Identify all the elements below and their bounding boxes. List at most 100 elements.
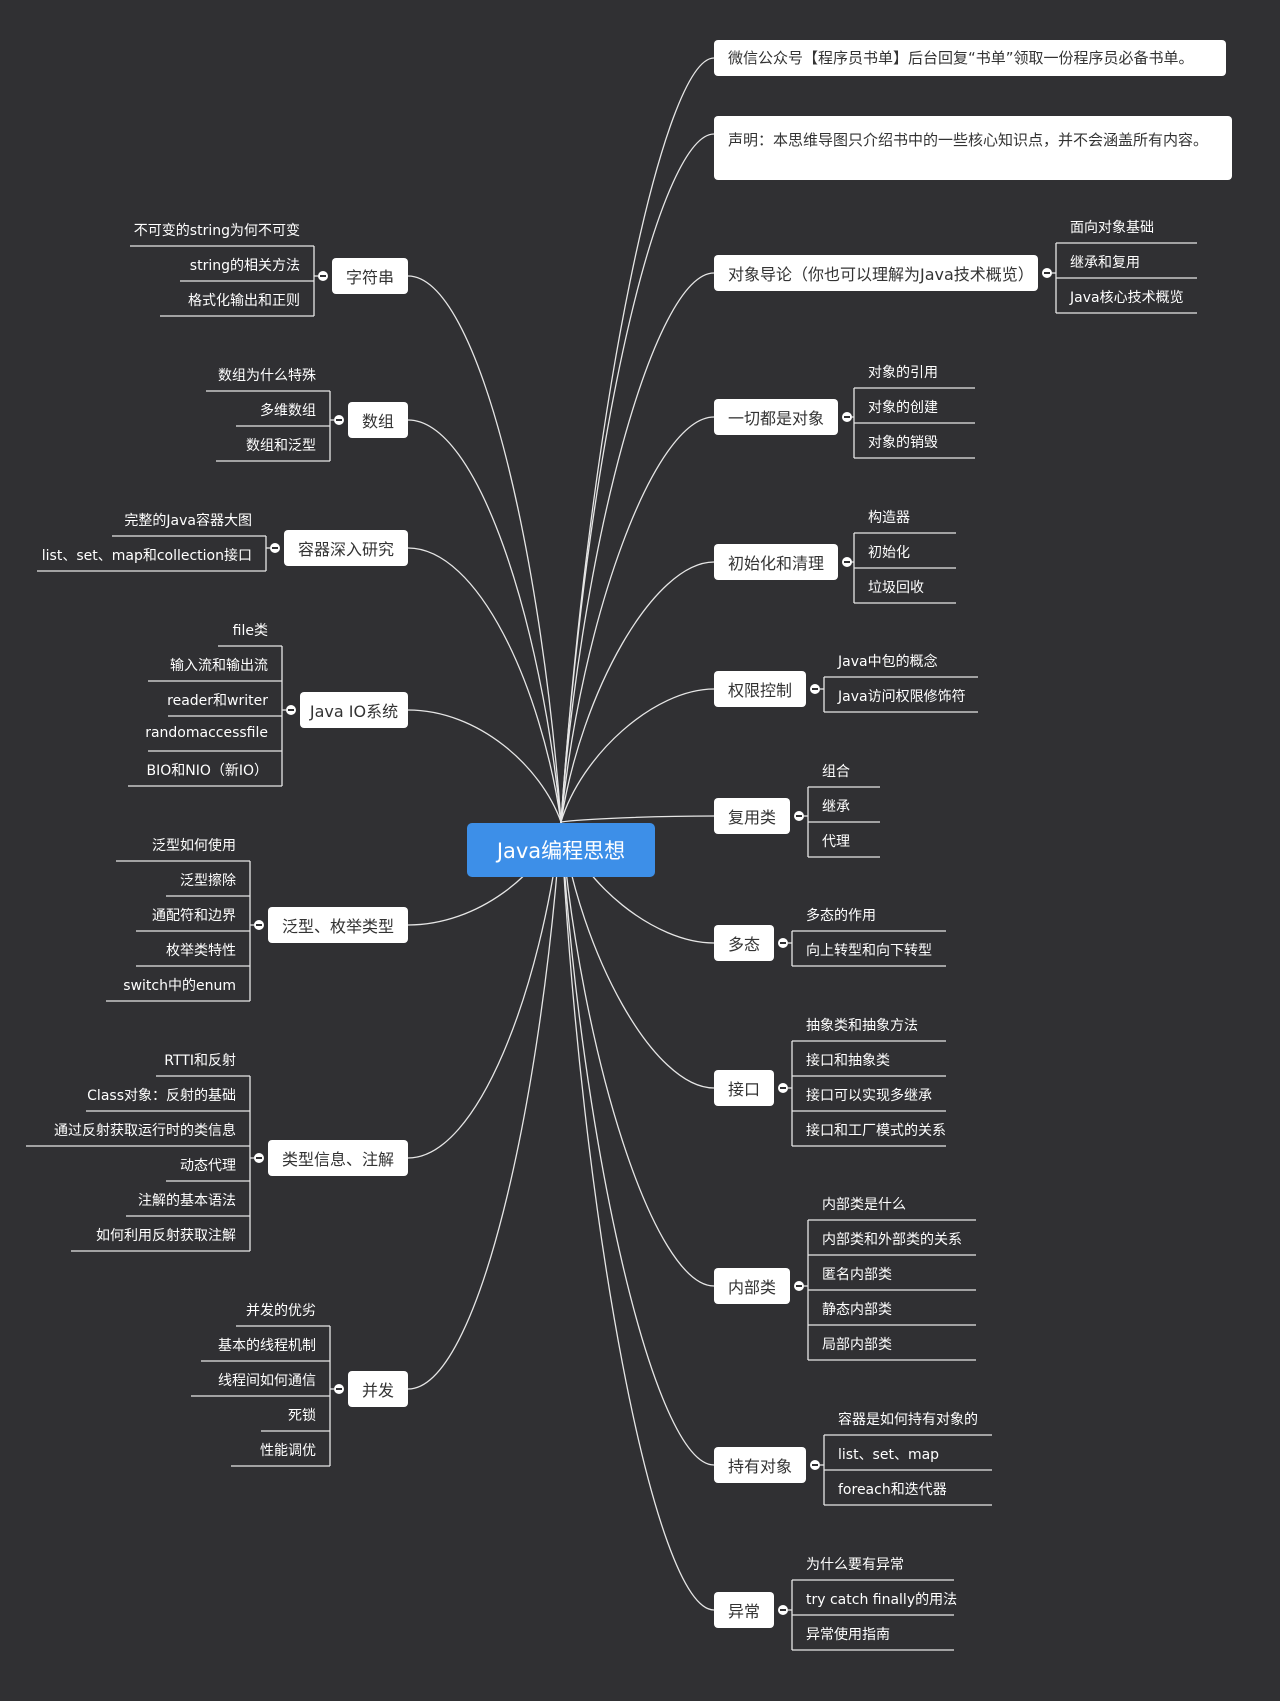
leaf-item: 并发的优劣 bbox=[246, 1303, 316, 1319]
branch-left-2[interactable]: 数组 bbox=[348, 402, 408, 438]
collapse-knob[interactable] bbox=[810, 684, 820, 694]
leaf-item: 多态的作用 bbox=[806, 908, 876, 924]
leaf-item: 面向对象基础 bbox=[1070, 220, 1154, 236]
leaf-item: 向上转型和向下转型 bbox=[806, 943, 932, 959]
link-line bbox=[560, 688, 715, 823]
leaf-item: switch中的enum bbox=[123, 978, 236, 994]
branch-left-3[interactable]: 容器深入研究 bbox=[284, 530, 408, 566]
leaf-item: 构造器 bbox=[868, 510, 910, 526]
branch-left-1[interactable]: 字符串 bbox=[332, 258, 408, 294]
leaf-item: 初始化 bbox=[868, 545, 910, 561]
root-topic[interactable]: Java编程思想 bbox=[467, 823, 655, 877]
leaf-item: BIO和NIO（新IO） bbox=[146, 763, 268, 779]
leaf-item: 局部内部类 bbox=[822, 1337, 892, 1353]
leaf-item: 垃圾回收 bbox=[868, 580, 924, 596]
collapse-knob[interactable] bbox=[334, 1384, 344, 1394]
collapse-knob[interactable] bbox=[778, 1605, 788, 1615]
leaf-item: 如何利用反射获取注解 bbox=[96, 1228, 236, 1244]
collapse-knob[interactable] bbox=[778, 938, 788, 948]
link-line bbox=[560, 561, 715, 823]
collapse-knob[interactable] bbox=[794, 1281, 804, 1291]
collapse-knob[interactable] bbox=[318, 271, 328, 281]
leaf-item: 线程间如何通信 bbox=[218, 1373, 316, 1389]
branch-4[interactable]: 权限控制 bbox=[714, 671, 806, 707]
leaf-item: 内部类是什么 bbox=[822, 1197, 906, 1213]
leaf-item: 容器是如何持有对象的 bbox=[838, 1412, 978, 1428]
collapse-knob[interactable] bbox=[842, 412, 852, 422]
branch-left-7[interactable]: 并发 bbox=[348, 1371, 408, 1407]
branch-1[interactable]: 对象导论（你也可以理解为Java技术概览） bbox=[714, 255, 1038, 291]
link-line bbox=[407, 821, 562, 1390]
leaf-item: Java核心技术概览 bbox=[1070, 290, 1184, 306]
link-line bbox=[560, 57, 715, 823]
link-line bbox=[560, 133, 715, 823]
leaf-item: 对象的引用 bbox=[868, 365, 938, 381]
leaf-item: Java中包的概念 bbox=[838, 654, 938, 670]
leaf-item: RTTI和反射 bbox=[164, 1053, 236, 1069]
link-line bbox=[560, 821, 715, 1466]
leaf-item: 内部类和外部类的关系 bbox=[822, 1232, 962, 1248]
collapse-knob[interactable] bbox=[286, 705, 296, 715]
note-box: 声明：本思维导图只介绍书中的一些核心知识点，并不会涵盖所有内容。 bbox=[714, 116, 1232, 180]
branch-left-4[interactable]: Java IO系统 bbox=[300, 692, 408, 728]
leaf-item: 抽象类和抽象方法 bbox=[806, 1018, 918, 1034]
collapse-knob[interactable] bbox=[794, 811, 804, 821]
leaf-item: randomaccessfile bbox=[145, 725, 268, 741]
leaf-item: 继承和复用 bbox=[1070, 255, 1140, 271]
collapse-knob[interactable] bbox=[254, 1153, 264, 1163]
leaf-item: Java访问权限修饰符 bbox=[838, 689, 966, 705]
leaf-item: 枚举类特性 bbox=[166, 943, 236, 959]
branch-6[interactable]: 多态 bbox=[714, 925, 774, 961]
branch-3[interactable]: 初始化和清理 bbox=[714, 544, 838, 580]
branch-9[interactable]: 持有对象 bbox=[714, 1447, 806, 1483]
branch-left-6[interactable]: 类型信息、注解 bbox=[268, 1140, 408, 1176]
branch-10[interactable]: 异常 bbox=[714, 1592, 774, 1628]
leaf-item: 动态代理 bbox=[180, 1158, 236, 1174]
leaf-item: 静态内部类 bbox=[822, 1302, 892, 1318]
collapse-knob[interactable] bbox=[810, 1460, 820, 1470]
link-line bbox=[560, 416, 715, 823]
leaf-item: 多维数组 bbox=[260, 403, 316, 419]
link-line bbox=[407, 821, 562, 1159]
link-line bbox=[560, 815, 715, 823]
leaf-item: string的相关方法 bbox=[189, 258, 300, 274]
leaf-item: 通配符和边界 bbox=[152, 908, 236, 924]
leaf-item: try catch finally的用法 bbox=[806, 1592, 958, 1608]
leaf-item: Class对象：反射的基础 bbox=[87, 1088, 236, 1104]
leaf-item: 接口可以实现多继承 bbox=[806, 1088, 932, 1104]
leaf-item: 泛型擦除 bbox=[180, 873, 236, 889]
leaf-item: 通过反射获取运行时的类信息 bbox=[54, 1123, 236, 1139]
branch-left-5[interactable]: 泛型、枚举类型 bbox=[268, 907, 408, 943]
note-box: 微信公众号【程序员书单】后台回复“书单”领取一份程序员必备书单。 bbox=[714, 40, 1226, 76]
leaf-item: reader和writer bbox=[167, 693, 268, 709]
branch-5[interactable]: 复用类 bbox=[714, 798, 790, 834]
leaf-item: foreach和迭代器 bbox=[838, 1482, 947, 1498]
link-line bbox=[407, 709, 562, 823]
leaf-item: 输入流和输出流 bbox=[170, 658, 268, 674]
link-line bbox=[407, 275, 562, 823]
leaf-item: 接口和抽象类 bbox=[806, 1053, 890, 1069]
collapse-knob[interactable] bbox=[842, 557, 852, 567]
collapse-knob[interactable] bbox=[1042, 268, 1052, 278]
leaf-item: file类 bbox=[232, 623, 268, 639]
leaf-item: 代理 bbox=[822, 834, 850, 850]
branch-2[interactable]: 一切都是对象 bbox=[714, 399, 838, 435]
leaf-item: 数组和泛型 bbox=[246, 438, 316, 454]
collapse-knob[interactable] bbox=[334, 415, 344, 425]
leaf-item: 基本的线程机制 bbox=[218, 1338, 316, 1354]
branch-8[interactable]: 内部类 bbox=[714, 1268, 790, 1304]
collapse-knob[interactable] bbox=[778, 1083, 788, 1093]
leaf-item: 格式化输出和正则 bbox=[188, 293, 300, 309]
link-line bbox=[407, 547, 562, 823]
leaf-item: 性能调优 bbox=[260, 1443, 316, 1459]
leaf-item: 对象的销毁 bbox=[868, 435, 938, 451]
leaf-item: 为什么要有异常 bbox=[806, 1557, 904, 1573]
leaf-item: 匿名内部类 bbox=[822, 1267, 892, 1283]
branch-7[interactable]: 接口 bbox=[714, 1070, 774, 1106]
leaf-item: 接口和工厂模式的关系 bbox=[806, 1123, 946, 1139]
leaf-item: 对象的创建 bbox=[868, 400, 938, 416]
collapse-knob[interactable] bbox=[254, 920, 264, 930]
leaf-item: 死锁 bbox=[288, 1408, 316, 1424]
collapse-knob[interactable] bbox=[270, 543, 280, 553]
leaf-item: 数组为什么特殊 bbox=[218, 368, 316, 384]
